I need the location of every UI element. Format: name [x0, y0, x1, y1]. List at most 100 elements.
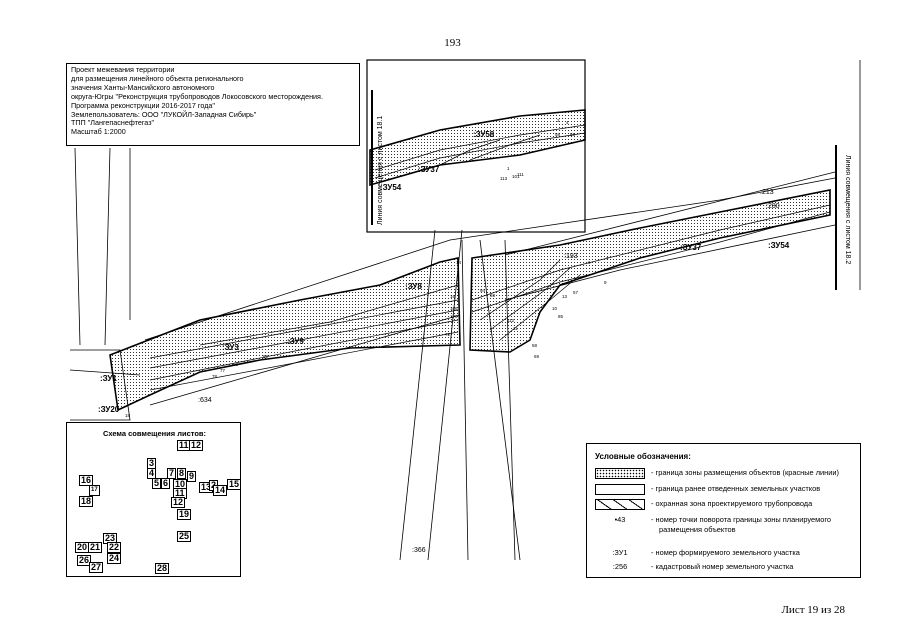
point-113: 113: [500, 176, 508, 181]
legend-item-text: - охранная зона проектируемого трубопров…: [651, 499, 813, 508]
dotted-area-swatch: [595, 468, 645, 479]
title-line: для размещения линейного объекта региона…: [71, 73, 244, 83]
legend-item-text: - граница ранее отведенных земельных уча…: [651, 484, 821, 493]
zone-label-zu1: :ЗУ1: [100, 374, 117, 383]
cadastral-366: :366: [412, 547, 426, 554]
point-57: 57: [573, 290, 579, 295]
sheet-8: 8: [177, 468, 187, 479]
sheet-label: Лист 19 из 28: [781, 604, 845, 616]
cadastral-634: :634: [198, 397, 212, 404]
point-62: 62: [263, 354, 269, 359]
sheet-25: 25: [177, 531, 192, 542]
legend: Условные обозначения: - граница зоны раз…: [586, 443, 861, 578]
title-block: Проект межевания территории для размещен…: [66, 63, 360, 146]
sheet-16: 16: [79, 475, 94, 486]
sheet-19: 19: [177, 509, 192, 520]
inset-zone-label-zu37: :ЗУ37: [418, 165, 440, 174]
point-4: 4: [566, 120, 569, 125]
zone-label-zu54: :ЗУ54: [768, 241, 790, 250]
legend-item-text: - кадастровый номер земельного участка: [651, 562, 794, 571]
sheet-5: 5: [152, 478, 162, 489]
legend-item: :256 - кадастровый номер земельного учас…: [595, 562, 794, 573]
legend-item: :ЗУ1 - номер формируемого земельного уча…: [595, 548, 800, 559]
point-94: 94: [480, 288, 486, 293]
legend-item-text: - номер формируемого земельного участка: [651, 548, 800, 557]
sheet-6: 6: [161, 478, 171, 489]
cadastral-280: :280: [766, 203, 780, 210]
sheet-15: 15: [227, 479, 242, 490]
zone-label-zu3: :ЗУ3: [222, 343, 239, 352]
plain-outline-swatch: [595, 484, 645, 495]
point-69: 69: [534, 354, 540, 359]
point-85: 85: [558, 314, 564, 319]
legend-title: Условные обозначения:: [595, 452, 691, 461]
zone-label-zu37: :ЗУ37: [680, 243, 702, 252]
legend-item-text-2: размещения объектов: [659, 525, 736, 534]
turning-points: 14 16 166 170 72 58 69 1 101 111 113 2 5…: [125, 118, 609, 418]
title-line: Проект межевания территории: [71, 65, 175, 74]
legend-item-text-wrap: - номер точки поворота границы зоны план…: [651, 515, 831, 535]
sheet-12: 12: [189, 440, 204, 451]
sheet-26: 26: [77, 555, 92, 566]
point-11: 11: [513, 326, 518, 331]
legend-item-text: - граница зоны размещения объектов (крас…: [651, 468, 839, 477]
cadastral-213: :213: [760, 189, 774, 196]
protection-zone-lines: [149, 124, 831, 391]
point-56: 56: [570, 132, 576, 137]
inset-frame: [366, 59, 586, 233]
point-112: 112: [507, 318, 515, 323]
sheet-18: 18: [79, 496, 94, 507]
sheet-9: 9: [187, 471, 197, 482]
point-14: 14: [456, 260, 462, 265]
title-line: значения Ханты-Мансийского автономного: [71, 82, 215, 92]
title-line: округа-Югры "Реконструкция трубопроводов…: [71, 91, 323, 101]
legend-item: - граница зоны размещения объектов (крас…: [595, 468, 839, 479]
sheet-22: 22: [107, 542, 122, 553]
zone-label-zu8: :ЗУ8: [405, 282, 422, 291]
sheet-14: 14: [213, 485, 228, 496]
sheet-4: 4: [147, 468, 157, 479]
placement-zones: [109, 109, 831, 412]
legend-item: - охранная зона проектируемого трубопров…: [595, 499, 812, 510]
point-101: 101: [512, 174, 520, 179]
point-9: 9: [604, 280, 607, 285]
sheet-28: 28: [155, 563, 170, 574]
point-93: 93: [490, 293, 496, 298]
zone-symbol: :ЗУ1: [612, 548, 628, 557]
title-line: Программа реконструкции 2016-2017 года": [71, 100, 215, 110]
point-77: 77: [220, 368, 226, 373]
hatched-area-swatch: [595, 499, 645, 510]
sheet-scheme: Схема совмещения листов: 11 12 3 4 7 8 9…: [66, 422, 242, 577]
point-78: 78: [212, 374, 218, 379]
sheet-27: 27: [89, 562, 104, 573]
point-10: 10: [552, 306, 558, 311]
sheet-24: 24: [107, 553, 122, 564]
cadastral-symbol: :256: [612, 562, 628, 571]
point-58: 58: [532, 343, 538, 348]
zone-label-zu58: :ЗУ58: [473, 130, 495, 139]
zone-label-zu20: :ЗУ20: [98, 405, 120, 414]
point-1: 1: [507, 166, 510, 171]
legend-item-text: - номер точки поворота границы зоны план…: [651, 515, 831, 524]
title-line: ТПП "Лангепаснефтегаз": [71, 118, 155, 128]
point-7: 7: [606, 256, 609, 261]
page-number: 193: [444, 37, 461, 49]
point-166: 166: [450, 306, 458, 311]
point-16: 16: [450, 294, 456, 299]
inset-zone-label-zu54: :ЗУ54: [380, 183, 402, 192]
legend-item: - граница ранее отведенных земельных уча…: [595, 484, 820, 495]
sheet-12b: 12: [171, 497, 186, 508]
point-13: 13: [562, 294, 568, 299]
cadastral-193: :193: [564, 253, 578, 260]
point-18: 18: [125, 413, 131, 418]
sheet-20: 20: [75, 542, 90, 553]
point-symbol: •43: [614, 515, 626, 524]
title-line: Землепользователь: ООО "ЛУКОЙЛ-Западная …: [71, 109, 257, 119]
sheet-17: 17: [89, 485, 100, 496]
point-72: 72: [445, 332, 451, 337]
point-111: 111: [517, 172, 524, 177]
point-58b: 58: [555, 132, 561, 137]
zone-label-zu9: :ЗУ9: [287, 337, 304, 346]
match-line-label-inset: Линия совмещения с листом 18.1: [377, 116, 384, 225]
